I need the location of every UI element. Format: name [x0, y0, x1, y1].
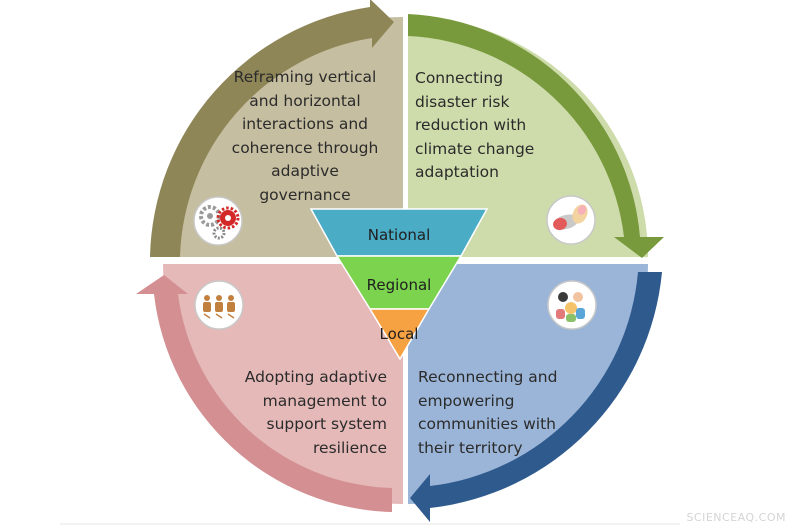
- text-line: and horizontal: [249, 91, 361, 110]
- quadrant-bottom-right: [408, 264, 648, 504]
- level-regional-label: Regional: [367, 276, 432, 294]
- arrow-top-left: [150, 0, 394, 257]
- text-line: disaster risk: [415, 92, 510, 111]
- text-line: adaptation: [415, 163, 499, 181]
- watermark: SCIENCEAQ.COM: [686, 511, 786, 524]
- text-line: their territory: [418, 438, 523, 457]
- arrow-bottom-right: [410, 272, 662, 522]
- text-line: governance: [259, 185, 351, 204]
- quadrant-top-left-text: Reframing vertical and horizontal intera…: [205, 66, 405, 207]
- gears-icon: [193, 196, 243, 246]
- text-line: Reconnecting and: [418, 368, 558, 386]
- text-line: climate change: [415, 139, 535, 158]
- text-line: interactions and: [242, 115, 368, 133]
- text-line: Connecting: [415, 69, 504, 87]
- pills-icon: [546, 195, 596, 245]
- level-local: [368, 308, 431, 361]
- text-line: adaptive: [271, 162, 339, 180]
- level-local-label: Local: [380, 325, 419, 343]
- community-icon: [547, 280, 597, 330]
- text-line: management to: [262, 391, 387, 410]
- text-line: communities with: [418, 415, 556, 433]
- quadrant-bottom-left-text: Adopting adaptive management to support …: [215, 366, 387, 460]
- level-national-label: National: [368, 226, 431, 244]
- text-line: reduction with: [415, 116, 527, 134]
- quadrant-top-right: [408, 17, 648, 257]
- text-line: Reframing vertical: [233, 68, 377, 86]
- text-line: Adopting adaptive: [244, 368, 387, 386]
- text-line: resilience: [313, 438, 387, 457]
- text-line: coherence through: [231, 138, 379, 157]
- text-line: support system: [266, 415, 387, 433]
- quadrant-bottom-right-text: Reconnecting and empowering communities …: [418, 366, 557, 460]
- arrow-top-right: [408, 14, 664, 258]
- text-line: empowering: [418, 391, 515, 410]
- arrow-bottom-left: [136, 275, 392, 512]
- quadrant-top-right-text: Connecting disaster risk reduction with …: [415, 67, 534, 185]
- figures-icon: [194, 280, 244, 330]
